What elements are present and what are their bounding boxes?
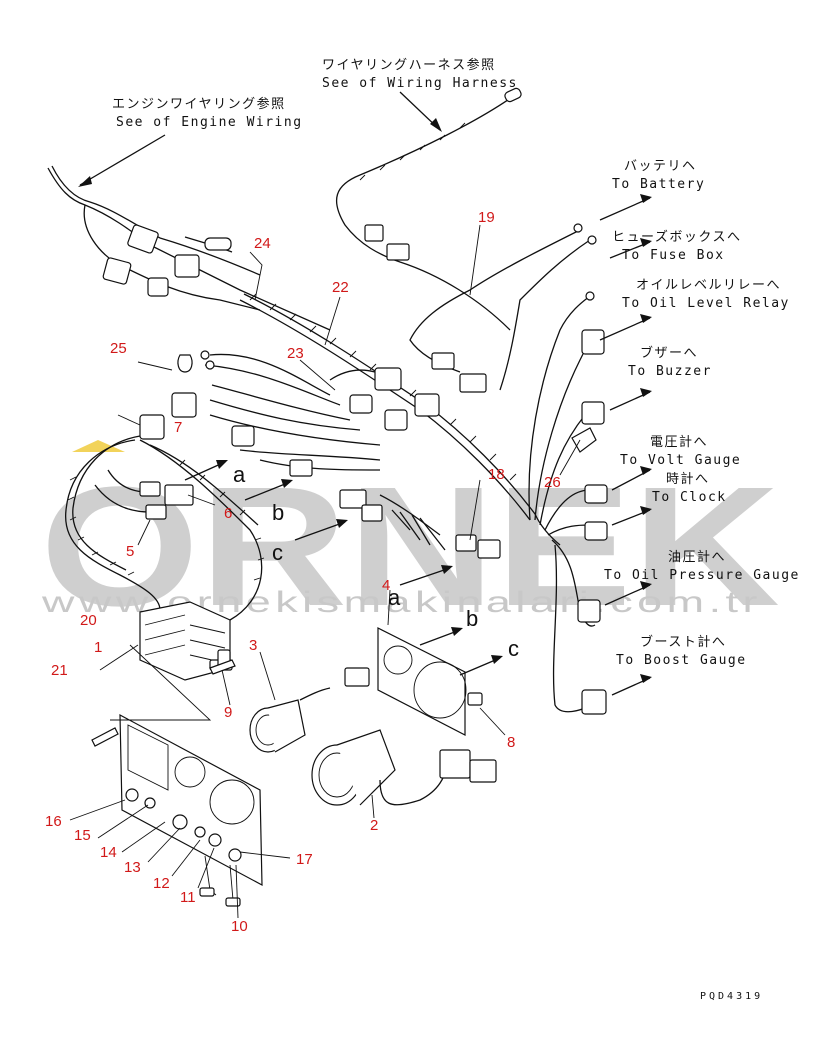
buzzer-label-jp: ブザーへ bbox=[640, 345, 698, 361]
part-number-18: 18 bbox=[488, 466, 505, 483]
battery-label-jp: バッテリヘ bbox=[624, 159, 697, 174]
bolts bbox=[91, 659, 236, 747]
instrument-panel bbox=[119, 713, 263, 907]
part-number-19: 19 bbox=[478, 209, 495, 226]
part-number-4: 4 bbox=[382, 577, 390, 594]
part-number-13: 13 bbox=[124, 859, 141, 876]
part-number-17: 17 bbox=[296, 851, 313, 868]
part-number-9: 9 bbox=[224, 704, 232, 721]
part-number-20: 20 bbox=[80, 612, 97, 629]
part-number-15: 15 bbox=[74, 827, 91, 844]
part-number-2: 2 bbox=[370, 817, 378, 834]
part-numbers: 1 2 3 4 5 6 7 8 9 10 11 12 13 14 15 16 1… bbox=[45, 209, 561, 935]
part-number-10: 10 bbox=[231, 918, 248, 935]
part-number-25: 25 bbox=[110, 340, 127, 357]
battery-label-en: To Battery bbox=[612, 177, 705, 192]
letter-a-right: a bbox=[388, 585, 401, 610]
clock-label-en: To Clock bbox=[652, 490, 727, 505]
fuse-box-label-jp: ヒューズボックスへ bbox=[612, 229, 741, 245]
engine-wiring-label-jp: エンジンワイヤリング参照 bbox=[112, 96, 286, 112]
letter-a-left: a bbox=[233, 462, 246, 487]
letter-b-left: b bbox=[272, 500, 284, 525]
part-number-23: 23 bbox=[287, 345, 304, 362]
part-number-7: 7 bbox=[174, 419, 182, 436]
volt-gauge-label-en: To Volt Gauge bbox=[620, 453, 741, 468]
boost-gauge-label-jp: ブースト計へ bbox=[640, 634, 726, 650]
callout-labels: エンジンワイヤリング参照 See of Engine Wiring ワイヤリング… bbox=[112, 57, 800, 668]
part-number-14: 14 bbox=[100, 844, 117, 861]
drawing-code: PQD4319 bbox=[700, 991, 763, 1002]
part-number-22: 22 bbox=[332, 279, 349, 296]
gauges bbox=[249, 687, 497, 806]
right-branches bbox=[528, 291, 608, 715]
letter-c-left: c bbox=[272, 540, 283, 565]
part-number-11: 11 bbox=[180, 889, 196, 906]
boost-gauge-label-en: To Boost Gauge bbox=[616, 653, 747, 668]
buzzer-label-en: To Buzzer bbox=[628, 364, 712, 379]
oil-level-relay-label-en: To Oil Level Relay bbox=[622, 296, 790, 311]
part-leaders bbox=[69, 224, 581, 919]
wiring-harness-label-en: See of Wiring Harness bbox=[322, 76, 518, 91]
part-number-16: 16 bbox=[45, 813, 62, 830]
callout-arrows bbox=[78, 91, 652, 696]
engine-wiring-label-en: See of Engine Wiring bbox=[116, 115, 303, 130]
part-number-21: 21 bbox=[51, 662, 68, 679]
part-number-1: 1 bbox=[94, 639, 102, 656]
letter-c-right: c bbox=[508, 636, 519, 661]
part-number-12: 12 bbox=[153, 875, 170, 892]
watermark-logo-mark bbox=[72, 440, 125, 452]
fuse-box-label-en: To Fuse Box bbox=[622, 248, 725, 263]
clock-label-jp: 時計へ bbox=[666, 471, 710, 487]
part-number-24: 24 bbox=[254, 235, 271, 252]
wiring-harness-top bbox=[336, 87, 597, 393]
oil-level-relay-label-jp: オイルレベルリレーへ bbox=[636, 278, 781, 293]
bracket bbox=[344, 627, 483, 736]
part-number-8: 8 bbox=[507, 734, 515, 751]
oil-pressure-label-jp: 油圧計へ bbox=[668, 549, 726, 565]
oil-pressure-label-en: To Oil Pressure Gauge bbox=[604, 568, 800, 583]
wiring-harness-label-jp: ワイヤリングハーネス参照 bbox=[322, 57, 496, 73]
harness-taps bbox=[177, 350, 501, 559]
letter-markers: a b c a b c bbox=[233, 462, 519, 661]
part-number-6: 6 bbox=[224, 505, 232, 522]
volt-gauge-label-jp: 電圧計へ bbox=[650, 434, 708, 450]
part-number-3: 3 bbox=[249, 637, 257, 654]
letter-b-right: b bbox=[466, 606, 478, 631]
engine-wiring-harness bbox=[47, 165, 331, 331]
part-number-5: 5 bbox=[126, 543, 134, 560]
part-number-26: 26 bbox=[544, 474, 561, 491]
left-harness-loop bbox=[65, 392, 265, 621]
